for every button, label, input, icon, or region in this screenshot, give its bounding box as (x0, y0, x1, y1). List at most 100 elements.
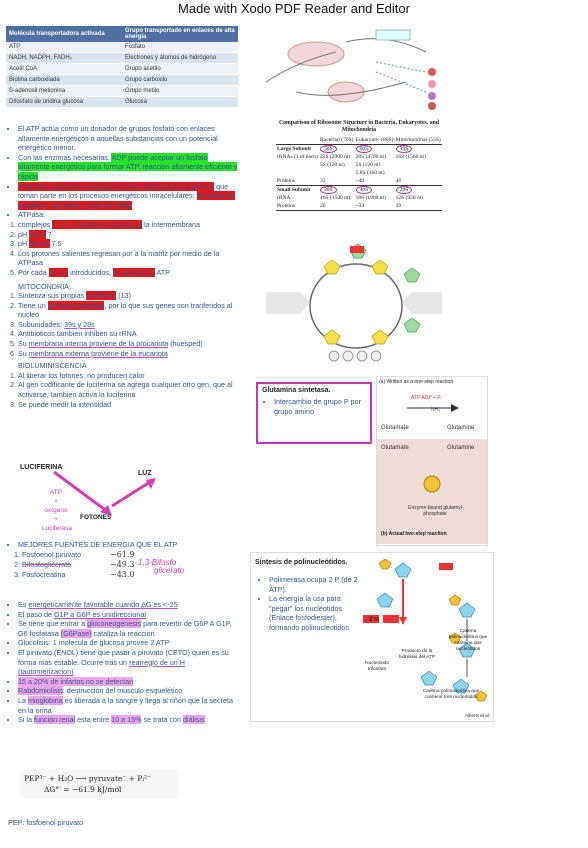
note-text: Los protones salientes regresan por a la… (18, 248, 220, 268)
note-text: introducidos, (68, 267, 113, 277)
figure-credit: Alberts et al. (465, 713, 491, 718)
note-text: Polimerasa ocupa 2 P (de 2 ATP). (269, 575, 358, 594)
table-header: Molécula transportadora activada (6, 26, 122, 42)
note-text: , por lo que sus genes son tranferidos a… (18, 300, 233, 320)
list-item: Sintetiza sus propias proteínas (13) (18, 291, 238, 301)
table-cell: 30S (320, 186, 337, 194)
table-row: Small Subunit 30S 40S 28S (276, 186, 442, 194)
figure-label: NH₃ (431, 407, 441, 413)
transporter-table-wrap: Molécula transportadora activada Grupo t… (6, 26, 238, 108)
table-cell: 28S (395, 186, 413, 194)
note-text: complejos (18, 219, 53, 229)
table-cell: Proteins (277, 203, 296, 209)
note-text: que toman parte en los procesos energéti… (18, 181, 229, 201)
energy-value: −49.3 (110, 559, 135, 569)
note-text: pH (18, 239, 30, 249)
table-cell: Eukaryotic (80S) (355, 137, 394, 143)
figure-label: Cadena polinucleótica que contiene tres … (422, 689, 480, 700)
note-text: (huesped) (168, 339, 203, 349)
figure-label: Enzyme-bound glutamyl phosphate (408, 505, 462, 517)
list-item: 1. Fosfoenol piruvato (14, 549, 82, 559)
table-cell: 23S (2900 nt) (320, 154, 351, 160)
pink-highlight: (G6Pase) (60, 628, 92, 638)
pink-highlight: gluconeogenesis (87, 619, 142, 629)
red-highlight: se generan 3 (112, 267, 155, 277)
pink-highlight: 15 a 20% de infartos no se detectan (18, 676, 134, 686)
table-cell: S-adenosil metionina (6, 85, 122, 97)
underlined-text: membrana interna proviene de la procario… (28, 339, 169, 349)
figure-label: Glutamate (381, 425, 409, 431)
table-cell: 5S (120 nt) (320, 162, 345, 168)
fotones-label: FOTONES (80, 514, 112, 521)
red-highlight: 3 (18, 181, 22, 191)
note-text: Glucolisis: 1 molecula de glucosa provee… (18, 638, 170, 648)
pep-equation: PEP³⁻ + H₂O ⟶ pyruvate⁻ + Pᵢ²⁻ ΔG°′ = −6… (20, 770, 178, 798)
underlined-text: G1P a G6P es unidireccional (53, 609, 146, 619)
table-cell: 12S (950 nt) (395, 195, 424, 201)
note-text: Subunidades: (18, 319, 64, 329)
list-item: La mioglobina es liberada a la sangre y … (18, 695, 238, 715)
table-cell: Electrones y átomos de hidrógeno (122, 52, 238, 64)
plus-label: + (54, 516, 58, 523)
oxigeno-label: oxígeno (44, 507, 68, 514)
list-item: pH fuera 7 (18, 229, 238, 240)
table-cell: Difosfato de uridina glucosa (6, 96, 122, 108)
table-cell: 16S (1560 nt) (395, 154, 426, 160)
handwritten-text: 1,3-Bifosfo (138, 557, 177, 567)
list-item: Al liberar los fotones, no producen calo… (18, 371, 238, 381)
note-text: Su (18, 348, 29, 358)
list-item: 3. Fosfocreatina (14, 569, 66, 579)
table-cell: Grupo metilo (122, 85, 238, 97)
note-text: Con las enzimas necesarias, (18, 152, 112, 162)
pink-highlight: mioglobina (28, 695, 63, 705)
protein-import-figure (256, 22, 442, 114)
luz-label: LUZ (138, 470, 152, 477)
energy-value: −43.0 (110, 569, 135, 579)
note-text: Es (18, 600, 29, 609)
note-text: la intermembrana (142, 219, 201, 229)
list-item: Los protones salientes regresan por a la… (18, 249, 238, 268)
polynucleotide-box: Síntesis de polinucleótidos. Polimerasa … (250, 552, 494, 722)
list-item: El ATP actúa como un donador de grupos f… (18, 124, 238, 153)
underlined-text: membrana externa proviene de la eucariot… (28, 348, 168, 358)
table-cell: rRNA (277, 195, 291, 201)
figure-label: Nucleósido trifosfato (365, 661, 389, 672)
note-heading: MEJORES FUENTES DE ENERGIA QUE EL ATP (18, 540, 178, 549)
table-cell: Large Subunit (277, 146, 312, 152)
note-text: Antibioticos tambien inhiben su rRNA (18, 329, 137, 339)
note-text: pH (18, 229, 30, 239)
pink-highlight: Rabdomiolisis (18, 686, 63, 696)
note-text: esta entre (75, 715, 112, 725)
struck-text: Bifosfoglicerato (22, 559, 72, 569)
list-item: Intercambio de grupo P por grupo amino (274, 397, 370, 416)
pink-highlight: diálisis (183, 715, 205, 725)
atp-stack: ATP + oxígeno + Luciferasa (42, 488, 72, 533)
list-item: Su membrana externa proviene de la eucar… (18, 349, 238, 359)
energy-sources: MEJORES FUENTES DE ENERGIA QUE EL ATP 1.… (4, 540, 238, 582)
table-cell: ATP (6, 42, 122, 53)
list-item: Por cada 10 H+ introducidos, se generan … (18, 267, 238, 278)
pink-highlight: funcion renal (33, 715, 76, 725)
pink-highlight: 10 a 15% (111, 715, 142, 725)
glutamine-box: Glutamina sintetasa. Intercambio de grup… (256, 382, 372, 444)
figure-label: Glutamine (447, 445, 475, 451)
table-cell: Fosfato (122, 42, 238, 53)
figure-label: Glutamine (447, 425, 475, 431)
table-row: Bacterial (70S)Eukaryotic (80S)Mitochond… (276, 136, 442, 145)
list-item: Polimerasa ocupa 2 P (de 2 ATP). (269, 575, 361, 594)
table-cell: 50S (320, 145, 337, 153)
one-step-panel: (a) Written as a one-step reaction Gluta… (377, 377, 487, 439)
table-cell: Small Subunit (277, 187, 311, 193)
note-text: 7 (45, 229, 52, 239)
figure-label: Glutamate (381, 445, 409, 451)
red-highlight: genoma inestable (47, 300, 105, 310)
table-header: Grupo transportado en enlaces de alta en… (122, 26, 238, 42)
note-text: Se puede medir la intensidad (18, 399, 112, 409)
arrow-head-icon (146, 478, 156, 489)
note-text: Si la (18, 715, 34, 725)
note-text: Sintetiza sus propias (18, 291, 87, 301)
list-item: Glucolisis: 1 molecula de glucosa provee… (18, 638, 238, 648)
